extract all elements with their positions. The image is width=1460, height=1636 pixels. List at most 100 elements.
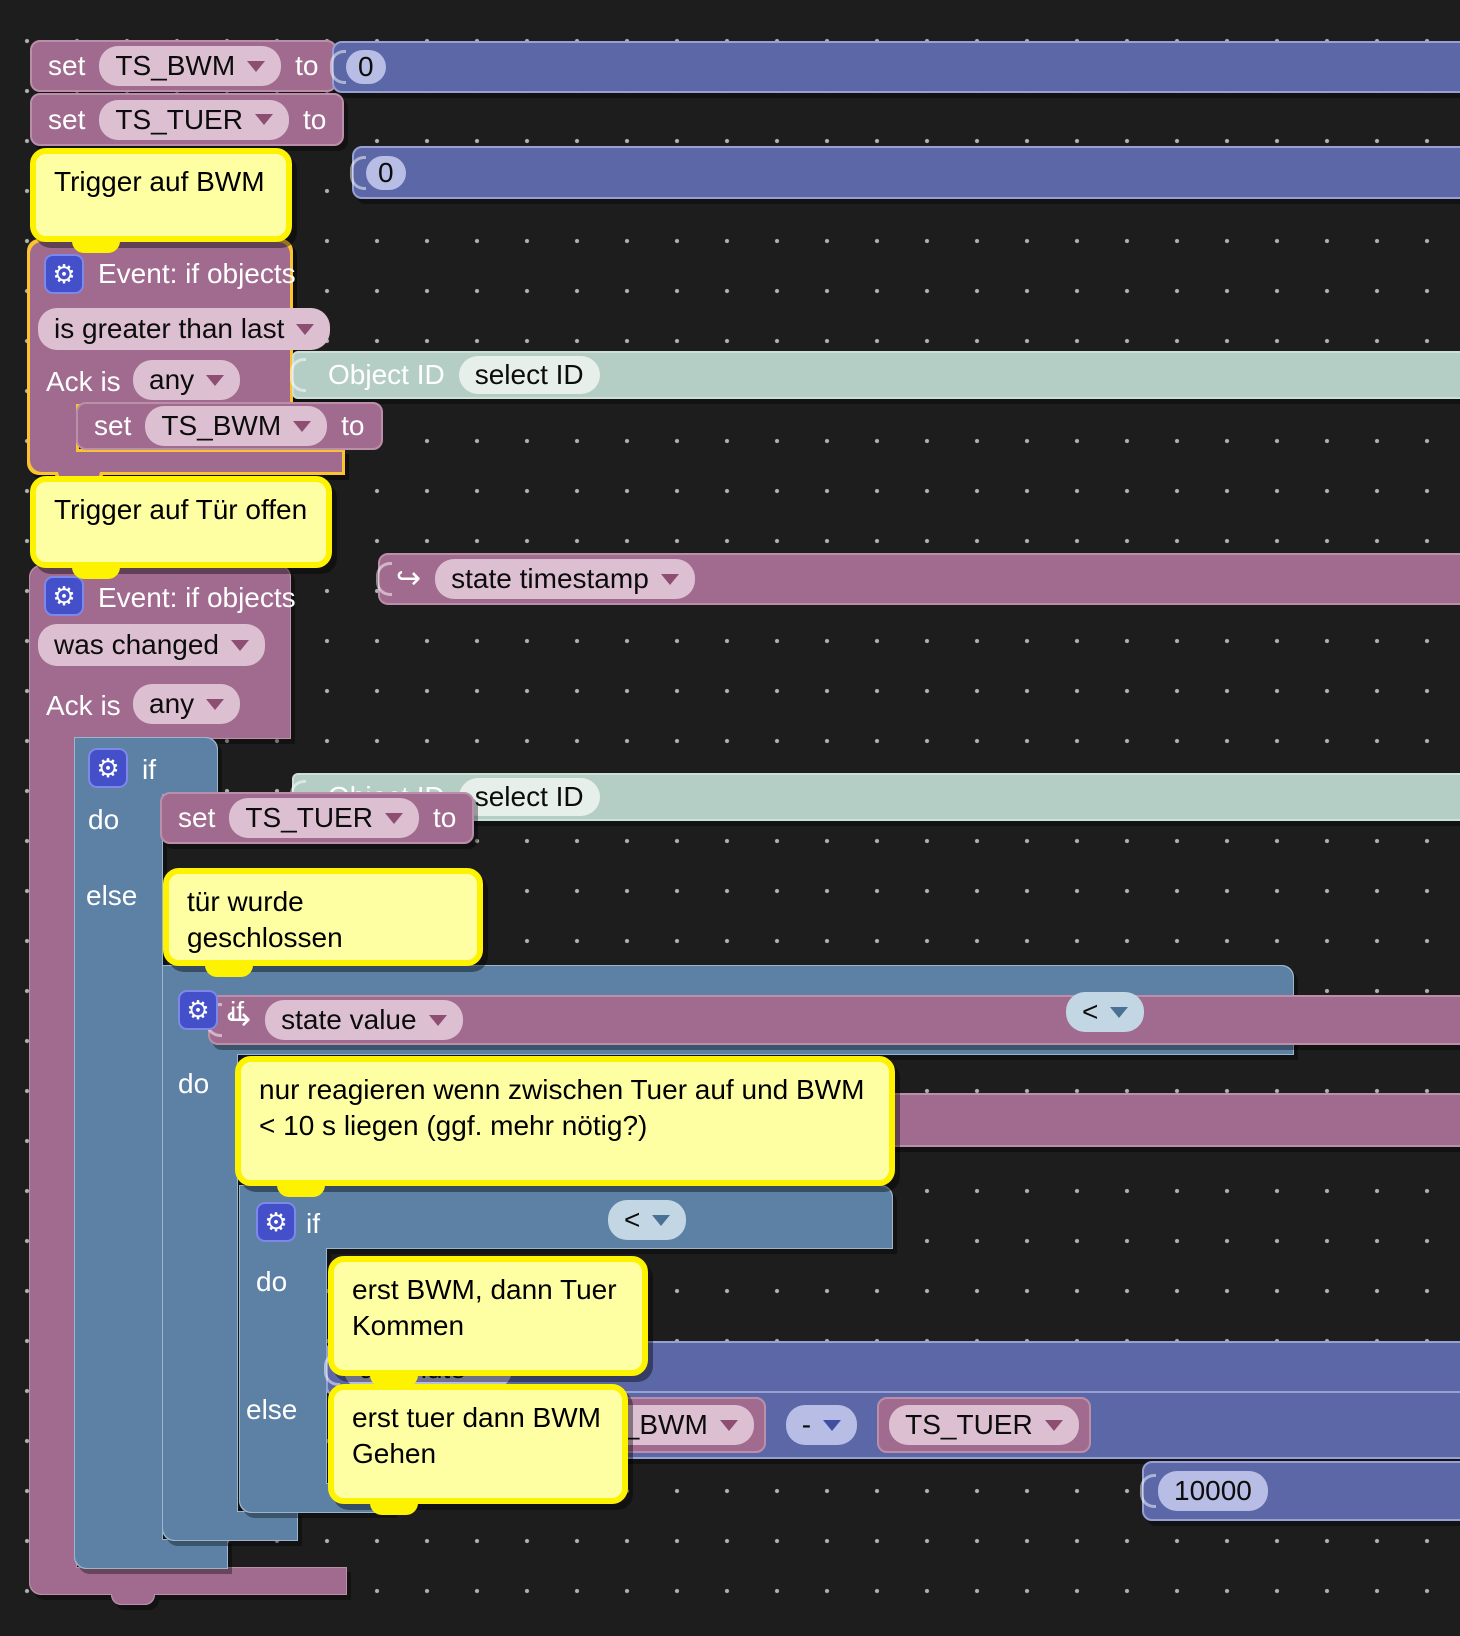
number-block-zero-bwm[interactable]: 0: [330, 41, 1460, 93]
dropdown-arrow-icon: [652, 1214, 671, 1226]
if-bottom-bar: [75, 1540, 227, 1568]
puzzle-socket-icon: [290, 358, 306, 392]
variable-dropdown-tstuer[interactable]: TS_TUER: [99, 99, 289, 140]
comment-bwm-first[interactable]: erst BWM, dann Tuer Kommen: [328, 1256, 648, 1387]
variable-name: TS_TUER: [245, 802, 373, 833]
variable-dropdown-tstuer[interactable]: TS_TUER: [889, 1405, 1079, 1445]
operator-value: -: [801, 1409, 812, 1440]
number-field[interactable]: 0: [366, 155, 406, 190]
comment-trigger-bwm[interactable]: Trigger auf BWM: [30, 148, 292, 253]
state-attribute-dropdown[interactable]: state value: [265, 1000, 463, 1040]
if-keyword: if: [230, 996, 244, 1027]
puzzle-socket-icon: [376, 562, 392, 596]
puzzle-socket-icon: [350, 155, 366, 190]
number-field[interactable]: 10000: [1158, 1471, 1268, 1511]
dropdown-arrow-icon: [660, 573, 679, 585]
gear-glyph: ⚙: [264, 1207, 288, 1237]
cast-arrow-icon: ↪: [396, 562, 422, 595]
condition-value: is greater than last: [54, 313, 285, 344]
variable-dropdown-tsbwm[interactable]: TS_BWM: [99, 46, 282, 86]
number-block-threshold[interactable]: 10000: [1140, 1461, 1460, 1521]
ack-value: any: [149, 364, 195, 395]
state-value-block[interactable]: ↪ state value: [206, 995, 1460, 1045]
comment-text-line2: < 10 s liegen (ggf. mehr nötig?): [259, 1110, 648, 1141]
dropdown-arrow-icon: [1110, 1006, 1129, 1018]
next-connector-bump: [112, 1592, 154, 1604]
ack-label: Ack is: [46, 690, 121, 721]
if-header[interactable]: [240, 1186, 892, 1248]
comment-text-line1: erst tuer dann BWM: [352, 1402, 601, 1433]
object-id-selector[interactable]: select ID: [458, 778, 600, 816]
event-title: Event: if objects: [98, 258, 296, 289]
dropdown-arrow-icon: [384, 812, 403, 824]
variable-name: TS_TUER: [115, 103, 243, 135]
operator-dropdown-minus[interactable]: -: [785, 1405, 858, 1445]
comparison-value: <: [624, 1204, 641, 1235]
selected-object: select ID: [474, 781, 584, 812]
else-keyword: else: [86, 880, 138, 911]
event-title: Event: if objects: [98, 582, 296, 613]
event-statement-spine: [30, 404, 76, 452]
set-variable-tuer-block[interactable]: set TS_TUER to: [30, 93, 345, 146]
gear-icon[interactable]: ⚙: [256, 1202, 296, 1242]
set-variable-bwm-block[interactable]: set TS_BWM to: [30, 40, 337, 92]
set-keyword: set: [48, 103, 86, 135]
comment-text-line1: nur reagieren wenn zwischen Tuer auf und…: [259, 1074, 865, 1105]
if-keyword: if: [306, 1208, 320, 1239]
comparison-dropdown-less[interactable]: <: [608, 1200, 687, 1240]
ack-dropdown[interactable]: any: [133, 684, 241, 724]
variable-dropdown-tstuer[interactable]: TS_TUER: [229, 798, 419, 838]
comment-trigger-tuer[interactable]: Trigger auf Tür offen: [30, 476, 332, 579]
if-bottom-bar: [163, 1512, 297, 1540]
attribute-value: state timestamp: [451, 563, 649, 594]
comment-door-closed[interactable]: tür wurde geschlossen: [163, 868, 483, 977]
else-keyword: else: [246, 1394, 298, 1425]
comparison-dropdown-less[interactable]: <: [1066, 992, 1145, 1032]
gear-icon[interactable]: ⚙: [88, 748, 128, 788]
cast-arrow-icon: ↪: [226, 1003, 252, 1036]
do-keyword: do: [88, 804, 120, 835]
object-id-block[interactable]: Object ID select ID: [290, 351, 1460, 399]
gear-glyph: ⚙: [186, 995, 210, 1025]
comment-door-first[interactable]: erst tuer dann BWM Gehen: [328, 1384, 628, 1515]
comment-text: tür wurde geschlossen: [187, 886, 343, 953]
condition-value: was changed: [54, 629, 220, 660]
ack-dropdown[interactable]: any: [133, 360, 241, 400]
do-keyword: do: [178, 1068, 210, 1099]
to-keyword: to: [295, 50, 319, 81]
variable-block-tstuer[interactable]: TS_TUER: [877, 1397, 1091, 1453]
set-variable-bwm-timestamp-block[interactable]: set TS_BWM to: [76, 402, 383, 450]
comment-react-window[interactable]: nur reagieren wenn zwischen Tuer auf und…: [235, 1056, 895, 1197]
dropdown-arrow-icon: [1044, 1419, 1063, 1431]
gear-glyph: ⚙: [96, 753, 120, 783]
trigger-condition-dropdown[interactable]: is greater than last: [38, 308, 331, 350]
event-bottom-bar: [30, 452, 342, 472]
dropdown-arrow-icon: [428, 1014, 447, 1026]
number-value: 0: [358, 51, 374, 82]
if-spine: [163, 966, 237, 1512]
gear-icon[interactable]: ⚙: [44, 576, 84, 616]
subtraction-block[interactable]: TS_BWM - TS_TUER: [540, 1391, 1460, 1459]
object-id-selector[interactable]: select ID: [458, 356, 600, 394]
variable-dropdown-tsbwm[interactable]: TS_BWM: [145, 406, 328, 446]
set-variable-tuer-timestamp-block[interactable]: set TS_TUER to: [160, 792, 475, 844]
gear-icon[interactable]: ⚙: [44, 254, 84, 294]
variable-name: TS_TUER: [905, 1409, 1033, 1440]
dropdown-arrow-icon: [254, 114, 273, 125]
number-block-zero-tuer[interactable]: 0: [350, 146, 1460, 199]
comment-text-line2: Kommen: [352, 1310, 465, 1341]
to-keyword: to: [341, 410, 365, 441]
trigger-condition-dropdown[interactable]: was changed: [38, 624, 266, 666]
dropdown-arrow-icon: [247, 60, 266, 72]
set-keyword: set: [94, 410, 132, 441]
attribute-value: state value: [281, 1004, 417, 1035]
state-timestamp-block[interactable]: ↪ state timestamp: [376, 553, 1460, 605]
number-value: 10000: [1174, 1475, 1252, 1506]
ack-value: any: [149, 688, 195, 719]
number-field[interactable]: 0: [346, 50, 386, 84]
comment-text-line1: erst BWM, dann Tuer: [352, 1274, 617, 1305]
to-keyword: to: [302, 103, 327, 135]
state-attribute-dropdown[interactable]: state timestamp: [435, 559, 695, 599]
gear-icon[interactable]: ⚙: [178, 990, 218, 1030]
